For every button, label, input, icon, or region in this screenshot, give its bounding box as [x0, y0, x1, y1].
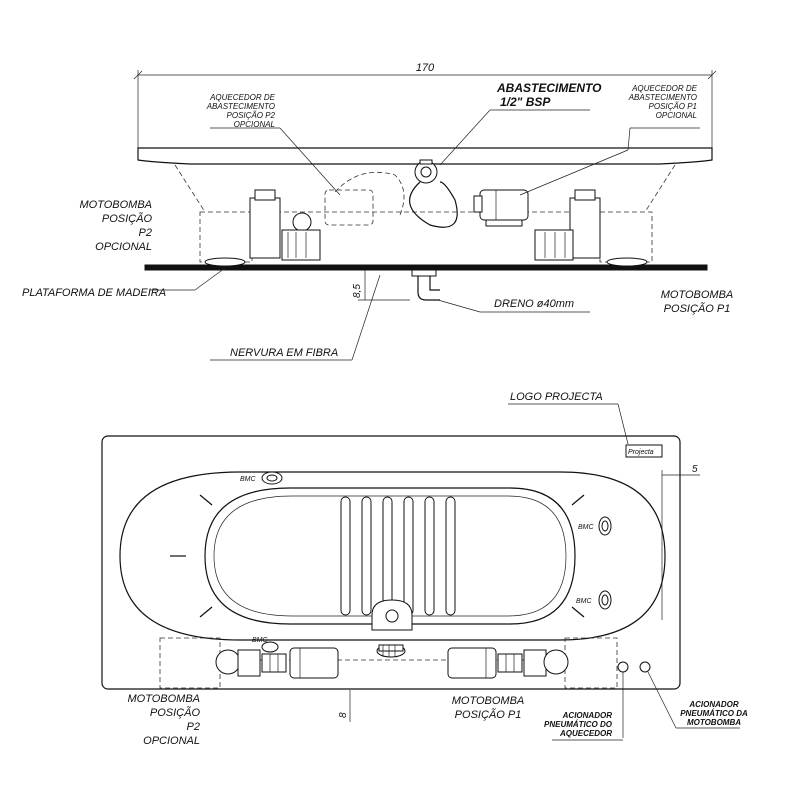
- tub-inner-basin: [204, 487, 576, 625]
- heater-p1: [473, 189, 529, 227]
- heater-p1-label: AQUECEDOR DE ABASTECIMENTO POSIÇÃO P1 OP…: [628, 84, 698, 120]
- pump-p2-label-top: MOTOBOMBA POSIÇÃO P2 OPCIONAL: [79, 199, 152, 253]
- elevation-leaders: [150, 109, 700, 361]
- edge-dimension-value: 5: [692, 464, 698, 475]
- heater-actuator-line-1: ACIONADOR: [562, 711, 613, 720]
- elevation-view: 170: [22, 62, 734, 361]
- heater-p2-line-1: AQUECEDOR DE: [209, 93, 276, 102]
- heater-p1-line-3: POSIÇÃO P1: [649, 102, 697, 111]
- tub-rim: [137, 147, 713, 165]
- heater-actuator-line-3: AQUECEDOR: [559, 729, 612, 738]
- drain-plan: [371, 599, 413, 631]
- pump-p2-plan: [215, 647, 339, 679]
- oval-ticks: [170, 494, 585, 618]
- pump-p1-label-plan: MOTOBOMBA POSIÇÃO P1: [452, 695, 525, 721]
- length-dimension-value: 170: [416, 62, 435, 74]
- heater-p1-line-1: AQUECEDOR DE: [631, 84, 698, 93]
- hose-loop: [409, 181, 458, 228]
- bmc-jet-3: BMC: [576, 590, 612, 610]
- heater-actuator-line-2: PNEUMÁTICO DO: [544, 720, 613, 729]
- pump-p2-plan-line-4: OPCIONAL: [143, 735, 200, 747]
- pump-actuator-button[interactable]: [639, 661, 651, 673]
- bmc-jet-1: BMC: [240, 471, 283, 485]
- pump-p2-top-line-3: P2: [139, 227, 152, 239]
- pump-p1-top-line-1: MOTOBOMBA: [661, 289, 734, 301]
- supply-size: 1/2" BSP: [500, 95, 551, 109]
- bottom-dimension-value: 8: [338, 712, 349, 718]
- heater-p1-line-2: ABASTECIMENTO: [628, 93, 697, 102]
- bmc-jet-3-label: BMC: [576, 598, 593, 605]
- heater-actuator-button[interactable]: [617, 661, 629, 673]
- projecta-logo: Projecta: [625, 444, 663, 458]
- bmc-jet-1-label: BMC: [240, 476, 257, 483]
- bottom-dimension: 8: [338, 690, 351, 722]
- length-dimension: 170: [133, 62, 717, 150]
- height-dimension: 8,5: [352, 270, 410, 301]
- pump-p2-top-line-1: MOTOBOMBA: [79, 199, 152, 211]
- heater-p2-line-4: OPCIONAL: [234, 120, 275, 129]
- pump-p2-top-line-2: POSIÇÃO: [102, 212, 153, 225]
- pump-actuator-line-2: PNEUMÁTICO DA: [680, 709, 748, 718]
- drain-label: DRENO ø40mm: [494, 298, 574, 310]
- pump-actuator-label: ACIONADOR PNEUMÁTICO DA MOTOBOMBA: [680, 700, 748, 727]
- feet-right: [606, 257, 648, 267]
- pump-p2-plan-line-2: POSIÇÃO: [150, 706, 201, 719]
- backrest-ribs: [340, 496, 456, 616]
- pump-p1-plan-line-2: POSIÇÃO P1: [455, 708, 522, 721]
- heater-p1-line-4: OPCIONAL: [656, 111, 697, 120]
- rib-label: NERVURA EM FIBRA: [230, 347, 338, 359]
- logo-label: LOGO PROJECTA: [510, 391, 603, 403]
- feet-left: [204, 257, 246, 267]
- height-dimension-value: 8,5: [352, 284, 363, 298]
- pump-p2-top-line-4: OPCIONAL: [95, 241, 152, 253]
- pump-p1-top-line-2: POSIÇÃO P1: [664, 302, 731, 315]
- heater-p2-label: AQUECEDOR DE ABASTECIMENTO POSIÇÃO P2 OP…: [206, 93, 276, 129]
- pump-actuator-line-1: ACIONADOR: [688, 700, 739, 709]
- supply-title: ABASTECIMENTO: [496, 81, 602, 95]
- center-fitting: [376, 644, 406, 658]
- supply-fitting: [414, 159, 438, 184]
- plan-view: LOGO PROJECTA Projecta 5: [101, 391, 748, 747]
- bmc-jet-2: BMC: [578, 516, 612, 536]
- bmc-jet-2-label: BMC: [578, 524, 595, 531]
- pump-p1-elevation: [534, 189, 601, 261]
- bmc-jet-4-label: BMC: [252, 637, 269, 644]
- heater-p2-line-3: POSIÇÃO P2: [227, 111, 276, 120]
- drain-fitting: [411, 269, 440, 301]
- pump-p2-label-plan: MOTOBOMBA POSIÇÃO P2 OPCIONAL: [127, 693, 200, 747]
- pump-p1-plan: [447, 647, 569, 679]
- pump-actuator-line-3: MOTOBOMBA: [687, 718, 741, 727]
- heater-p2-hidden: [324, 171, 405, 226]
- bmc-jet-4: BMC: [252, 637, 279, 653]
- platform-label: PLATAFORMA DE MADEIRA: [22, 287, 166, 299]
- tub-outline: [101, 435, 681, 690]
- pump-p2-plan-line-1: MOTOBOMBA: [127, 693, 200, 705]
- edge-dimension: 5: [661, 464, 700, 620]
- pump-p1-plan-line-1: MOTOBOMBA: [452, 695, 525, 707]
- pump-p2-plan-line-3: P2: [187, 721, 200, 733]
- pump-p1-label-top: MOTOBOMBA POSIÇÃO P1: [661, 289, 734, 315]
- heater-actuator-label: ACIONADOR PNEUMÁTICO DO AQUECEDOR: [544, 711, 613, 738]
- tub-outer-oval: [119, 471, 666, 641]
- heater-p2-line-2: ABASTECIMENTO: [206, 102, 275, 111]
- logo-text: Projecta: [628, 449, 654, 456]
- pump-p2-elevation: [249, 189, 321, 261]
